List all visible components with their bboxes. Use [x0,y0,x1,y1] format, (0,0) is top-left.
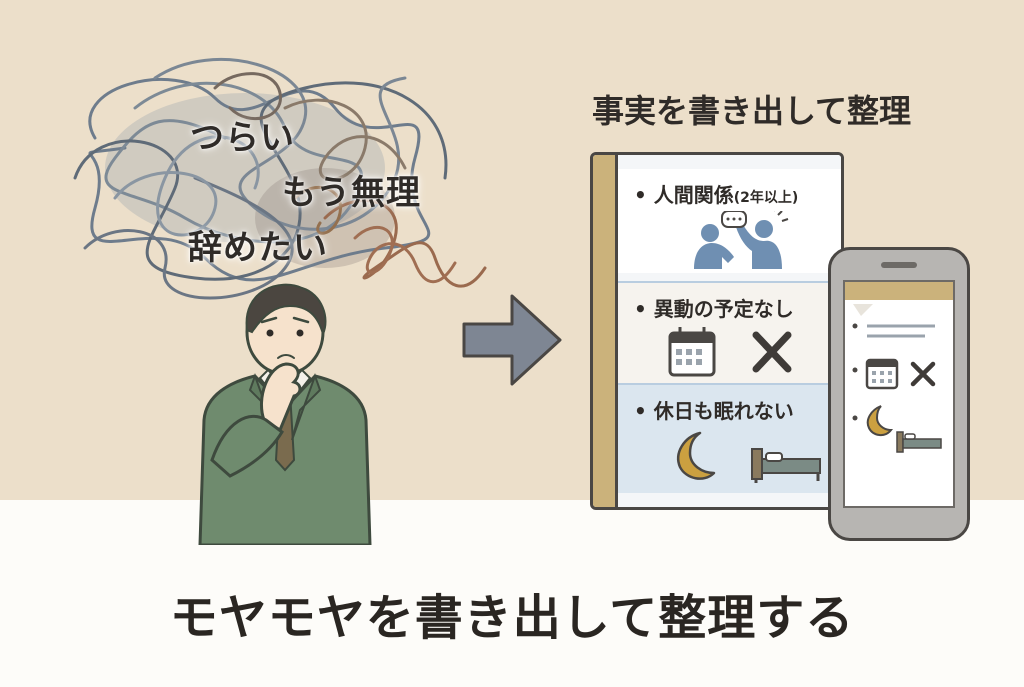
list-item: • 異動の予定なし [618,283,841,387]
right-arrow-icon [462,294,562,386]
item-label: • 異動の予定なし [634,297,794,321]
phone-screen [843,280,955,508]
notebook-page: • 人間関係(2年以上) • 異動の予定なし [618,155,841,507]
smartphone [828,247,970,541]
worried-person-illustration [198,283,372,545]
thought-yametai: 辞めたい [188,228,328,268]
people-arguing-icon [694,211,789,269]
fact-notebook: • 人間関係(2年以上) • 異動の予定なし [590,152,844,510]
page-rule [618,281,841,284]
notebook-heading: 事実を書き出して整理 [592,92,912,130]
list-item: • 休日も眠れない [618,385,841,493]
item-label-text: • 人間関係 [634,183,734,207]
item-label: • 人間関係(2年以上) [634,179,798,208]
phone-speaker [881,262,917,268]
page-rule [618,383,841,386]
phone-note-content [845,282,953,453]
calendar-cross-icon [668,327,792,377]
list-item: • 人間関係(2年以上) [618,169,841,273]
moon-bed-icon [677,431,821,483]
thought-tsurai: つらい [190,118,295,158]
thought-mou-muri: もう無理 [282,173,421,213]
tangled-scribble-cloud [73,57,487,300]
notebook-spine [593,155,618,507]
bottom-caption: モヤモヤを書き出して整理する [169,590,855,646]
item-label: • 休日も眠れない [634,399,794,423]
item-label-note: (2年以上) [733,190,799,206]
